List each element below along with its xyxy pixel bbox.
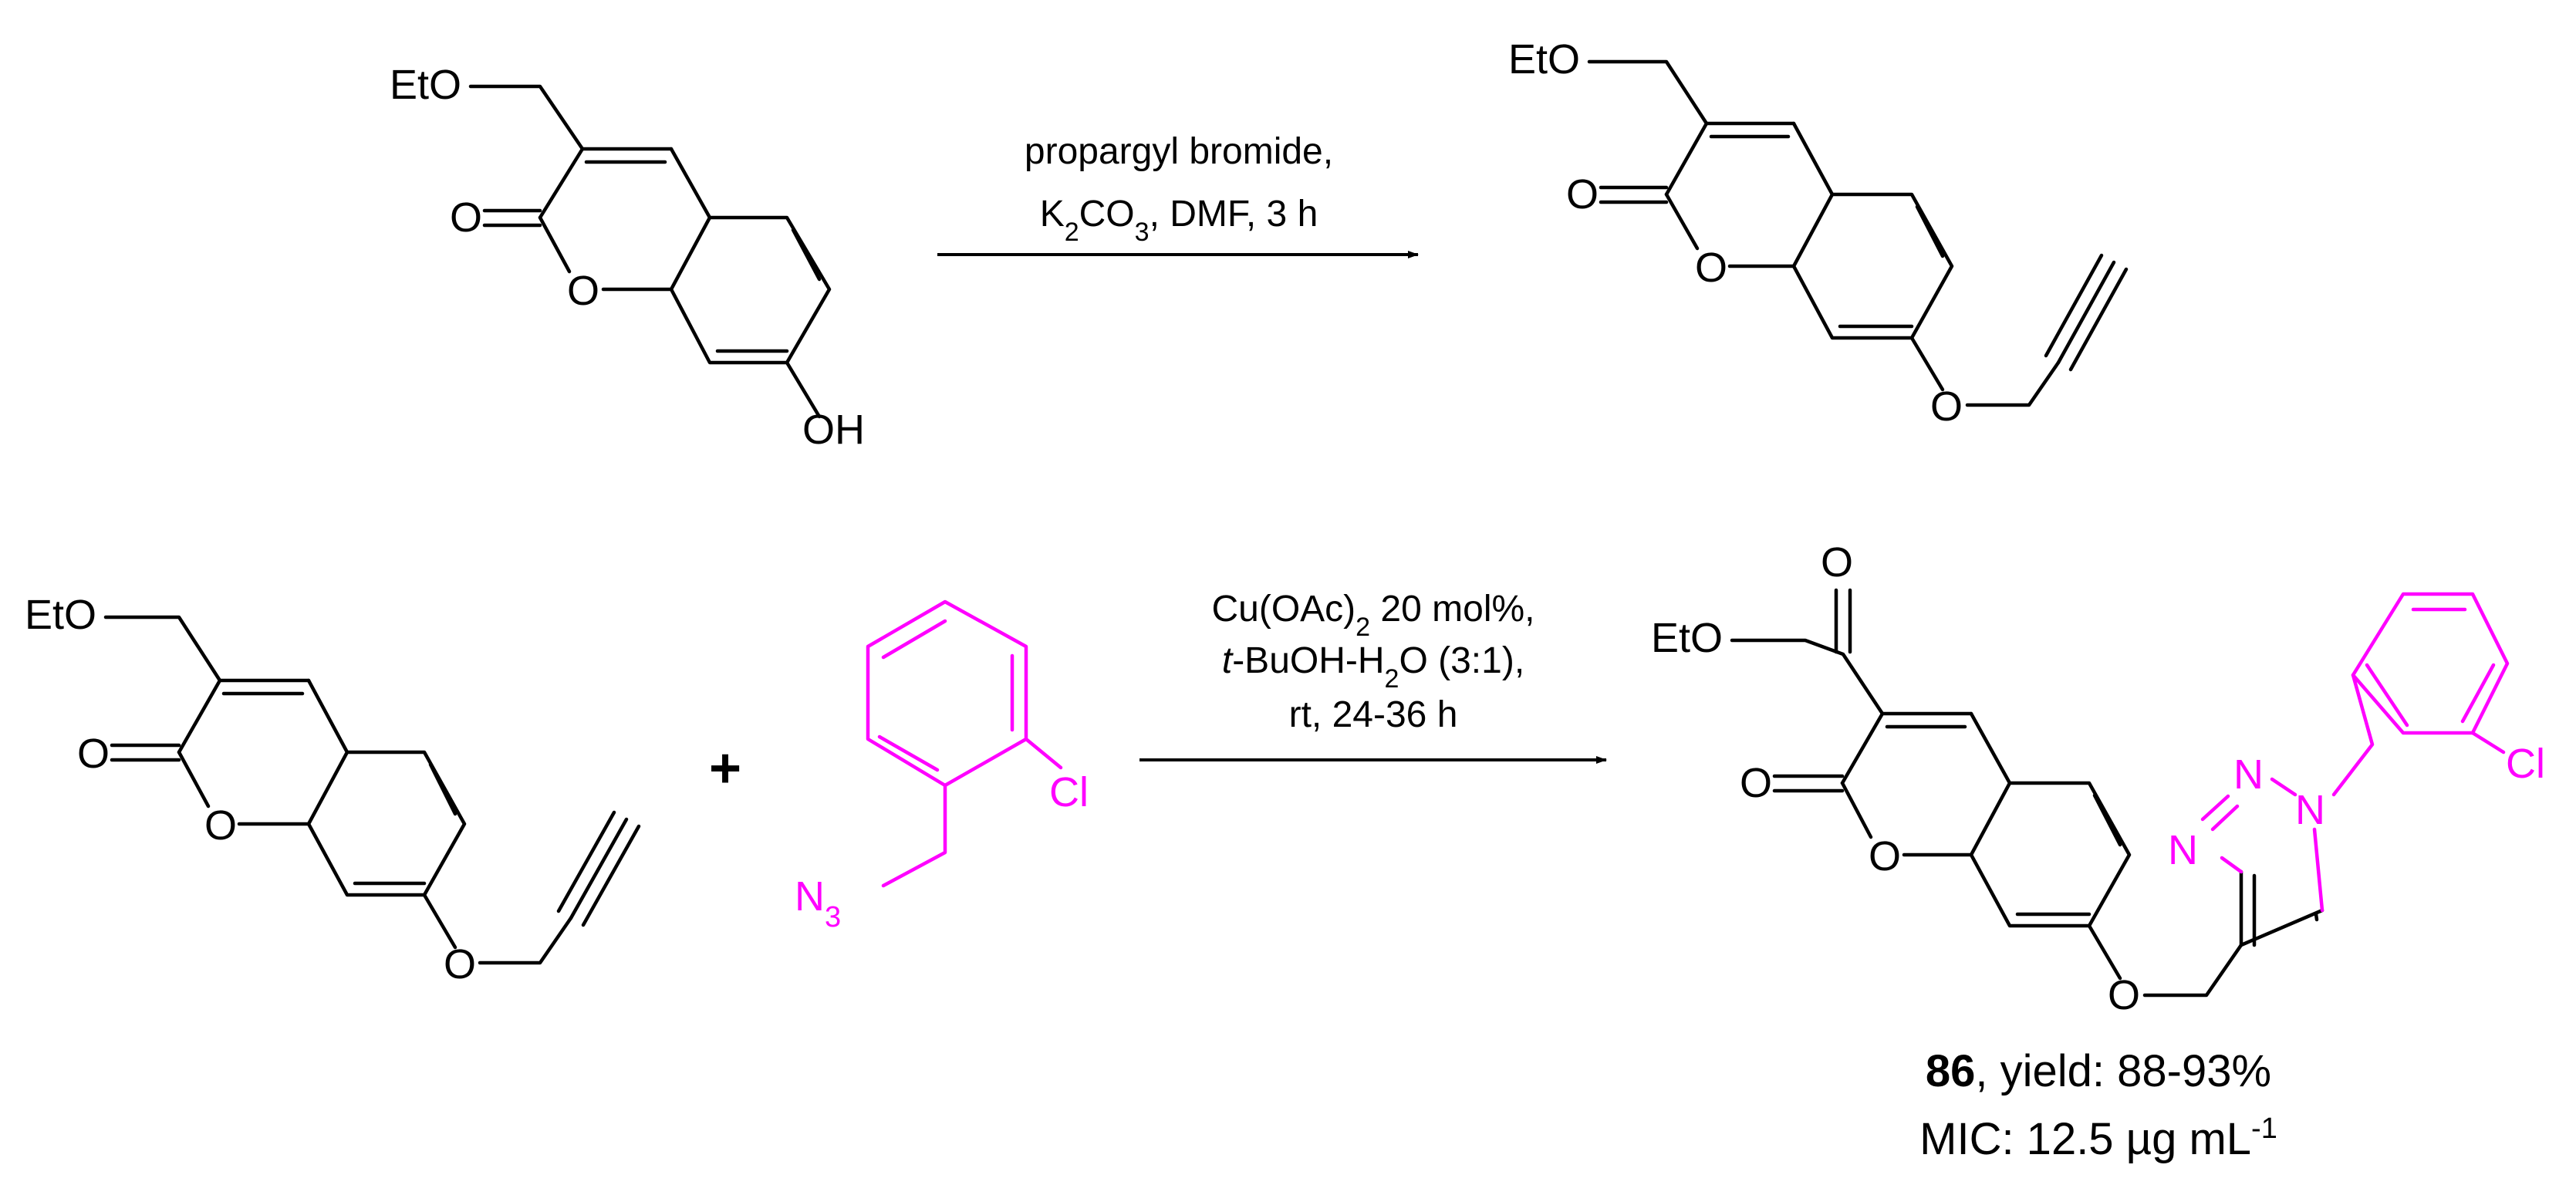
condition-solvent: t-BuOH-H2O (3:1),: [1222, 640, 1524, 694]
condition-catalyst: Cu(OAc)2 20 mol%,: [1211, 589, 1534, 642]
ring-o-label: O: [567, 268, 599, 314]
chloro-label: Cl: [2506, 741, 2545, 787]
ether-o-label: O: [1930, 383, 1963, 430]
triazole-n3-label: N: [2168, 827, 2198, 873]
eto-label: EtO: [390, 62, 461, 108]
product-caption: 86, yield: 88-93% MIC: 12.5 µg mL-1: [1919, 1046, 2277, 1164]
reaction-arrow-2: Cu(OAc)2 20 mol%, t-BuOH-H2O (3:1), rt, …: [1139, 589, 1607, 764]
carbonyl-o-label: O: [77, 731, 110, 777]
ether-o-label: O: [444, 941, 476, 988]
condition-base-solvent: K2CO3, DMF, 3 h: [1040, 194, 1318, 247]
eto-label: EtO: [25, 592, 96, 638]
condition-temp-time: rt, 24-36 h: [1289, 694, 1458, 735]
triazole-product-86: O EtO O O O N N N: [1651, 539, 2545, 1018]
yield-line: 86, yield: 88-93%: [1926, 1046, 2271, 1096]
ether-o-label: O: [2108, 972, 2140, 1018]
starting-hydroxycoumarin: EtO O O OH: [390, 62, 865, 453]
plus-sign: +: [709, 738, 741, 799]
condition-reagent: propargyl bromide,: [1025, 131, 1333, 172]
triazole-n1-label: N: [2295, 787, 2325, 833]
propargyl-ether-product: EtO O O O: [1508, 36, 2129, 430]
carbonyl-o-label: O: [450, 194, 482, 241]
ring-o-label: O: [204, 802, 237, 849]
ester-carbonyl-o-label: O: [1821, 539, 1853, 586]
carbonyl-o-label: O: [1566, 171, 1599, 218]
chlorobenzyl-azide: Cl N3: [795, 599, 1089, 933]
azide-label: N3: [795, 873, 841, 933]
ring-o-label: O: [1869, 833, 1901, 879]
eto-label: EtO: [1508, 36, 1580, 83]
hydroxyl-label: OH: [802, 407, 865, 453]
triazole-n2-label: N: [2233, 751, 2264, 798]
mic-line: MIC: 12.5 µg mL-1: [1919, 1112, 2277, 1164]
reaction-arrow-1: propargyl bromide, K2CO3, DMF, 3 h: [937, 131, 1419, 258]
chloro-label: Cl: [1049, 769, 1089, 815]
carbonyl-o-label: O: [1740, 760, 1772, 806]
alkyne-reactant: EtO O O O: [25, 592, 641, 988]
eto-label: EtO: [1651, 615, 1723, 661]
ring-o-label: O: [1695, 245, 1727, 291]
